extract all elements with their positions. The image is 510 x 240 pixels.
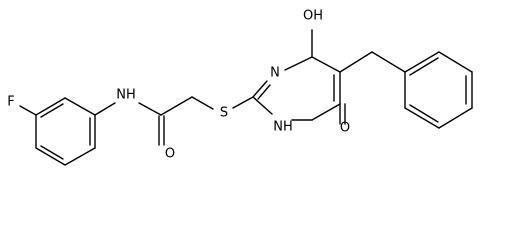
bond-c-f [19, 105, 37, 116]
bond-ch2-s [191, 96, 214, 110]
bond-s-ring [232, 96, 254, 109]
atom-nh-amide: NH [116, 88, 136, 103]
bond-ring-ch2 [339, 51, 373, 73]
molecule-drawing: OH N NH O S O NH F [7, 9, 473, 166]
bond-ch2-phenyl [371, 51, 406, 73]
fluorophenyl-ring [35, 97, 96, 166]
bond-n-carbonyl [138, 102, 162, 116]
atom-o-ketone: O [340, 121, 350, 136]
atom-o-amide: O [165, 147, 175, 162]
atom-n-top: N [270, 66, 280, 81]
structure-canvas: OH N NH O S O NH F [7, 9, 473, 166]
bond-carbonyl-ch2 [160, 96, 193, 116]
atom-oh: OH [303, 9, 323, 24]
atom-f: F [7, 95, 14, 110]
atom-nh-ring: NH [273, 120, 293, 135]
atom-s: S [220, 106, 228, 121]
phenyl-ring [404, 51, 473, 129]
pyrimidine-ring [252, 56, 341, 121]
bond-ring-n [94, 102, 116, 116]
